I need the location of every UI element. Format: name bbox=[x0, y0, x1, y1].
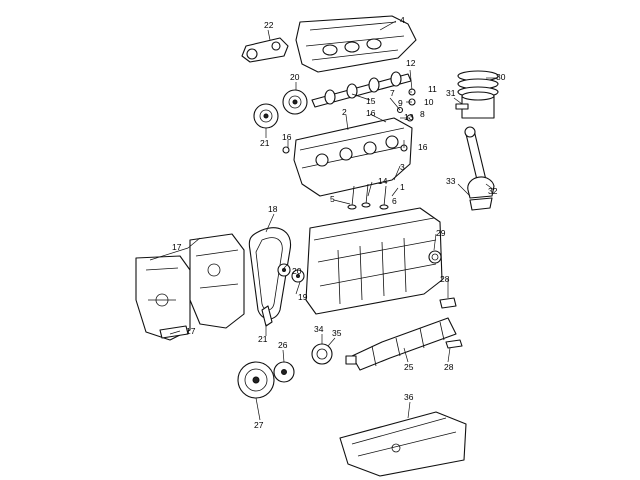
timing-belt bbox=[248, 227, 292, 320]
cam-pulley bbox=[253, 103, 279, 129]
callout-25: 25 bbox=[404, 362, 414, 372]
cam-actuator bbox=[241, 37, 289, 63]
timing-cover-inner bbox=[189, 233, 245, 329]
main-bearing bbox=[439, 297, 463, 349]
belt-idler bbox=[291, 269, 305, 283]
callout-16b: 16 bbox=[282, 132, 292, 142]
callout-33: 33 bbox=[446, 176, 456, 186]
callout-2: 2 bbox=[342, 107, 347, 117]
callout-6: 6 bbox=[392, 196, 397, 206]
valves bbox=[347, 183, 389, 210]
callout-35: 35 bbox=[332, 328, 342, 338]
callout-4: 4 bbox=[400, 15, 405, 25]
callout-16a: 16 bbox=[366, 108, 376, 118]
callout-11: 11 bbox=[428, 84, 437, 94]
leader-lines bbox=[149, 20, 498, 421]
callout-7: 7 bbox=[390, 88, 395, 98]
harmonic-damper bbox=[237, 361, 275, 399]
callout-17b: 17 bbox=[186, 326, 196, 336]
callout-20: 20 bbox=[292, 266, 302, 276]
callout-3: 3 bbox=[400, 162, 405, 172]
callout-36: 36 bbox=[404, 392, 414, 402]
camshaft bbox=[311, 71, 412, 108]
crank-sprocket bbox=[273, 361, 295, 383]
piston bbox=[455, 91, 495, 119]
callout-23: 21 bbox=[260, 138, 270, 148]
callout-10: 10 bbox=[424, 97, 434, 107]
rear-seal bbox=[428, 250, 442, 264]
callout-18: 18 bbox=[268, 204, 278, 214]
callout-21: 21 bbox=[258, 334, 268, 344]
callout-15: 15 bbox=[366, 96, 376, 106]
callout-13: 13 bbox=[404, 112, 414, 122]
callout-32: 32 bbox=[488, 186, 498, 196]
callout-29: 29 bbox=[436, 228, 446, 238]
callout-24: 22 bbox=[264, 20, 274, 30]
oil-pan bbox=[339, 411, 467, 477]
crankshaft bbox=[345, 317, 457, 371]
callout-27: 27 bbox=[254, 420, 264, 430]
belt-tensioner bbox=[277, 263, 291, 277]
callout-22: 20 bbox=[290, 72, 300, 82]
cylinder-head bbox=[293, 117, 413, 197]
callout-34: 34 bbox=[314, 324, 324, 334]
connecting-rod bbox=[464, 126, 495, 211]
callout-17a: 17 bbox=[172, 242, 182, 252]
callout-28b: 28 bbox=[444, 362, 454, 372]
callout-12: 12 bbox=[406, 58, 416, 68]
callout-30: 30 bbox=[496, 72, 506, 82]
valve-cover bbox=[295, 15, 417, 73]
callout-14: 14 bbox=[378, 176, 388, 186]
callout-28a: 28 bbox=[440, 274, 450, 284]
callout-labels: 22 4 20 21 15 16 7 9 12 11 10 8 13 2 16 … bbox=[172, 15, 506, 430]
engine-block bbox=[305, 207, 443, 315]
callout-26: 26 bbox=[278, 340, 288, 350]
callout-1: 1 bbox=[400, 182, 405, 192]
callout-19: 19 bbox=[298, 292, 308, 302]
cover-gasket bbox=[159, 325, 189, 339]
tensioner-bracket bbox=[261, 305, 273, 327]
callout-31: 31 bbox=[446, 88, 456, 98]
cam-sprocket bbox=[282, 89, 308, 115]
callout-8: 8 bbox=[420, 109, 425, 119]
callout-5: 5 bbox=[330, 194, 335, 204]
callout-16c: 16 bbox=[418, 142, 428, 152]
oil-pump bbox=[311, 343, 333, 365]
callout-9: 9 bbox=[398, 98, 403, 108]
